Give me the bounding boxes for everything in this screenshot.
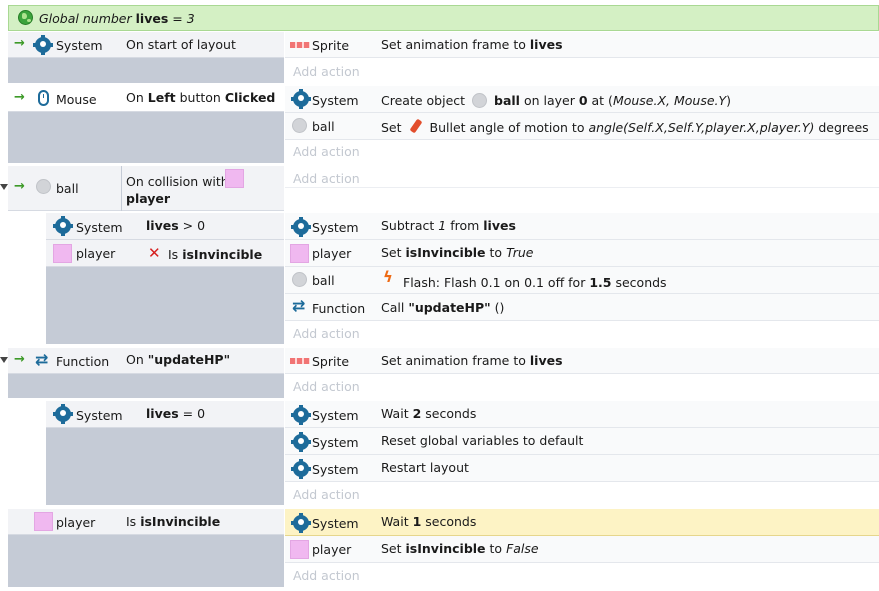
event-4-action-4[interactable]: ⇄ Function Call "updateHP" () xyxy=(285,294,879,321)
condition-text: lives > 0 xyxy=(146,218,206,233)
condition-text: On Left button Clicked xyxy=(126,90,276,105)
event-6-condition[interactable]: System lives = 0 xyxy=(46,401,284,428)
arrow-icon: → xyxy=(14,179,25,194)
gear-icon xyxy=(53,404,73,424)
event-1-action-1[interactable]: Sprite Set animation frame to lives xyxy=(285,32,879,58)
action-text: Reset global variables to default xyxy=(381,433,584,448)
event-6-action-1[interactable]: System Wait 2 seconds xyxy=(285,401,879,428)
bullet-icon xyxy=(409,118,422,134)
condition-text: Is isInvincible xyxy=(168,247,263,262)
action-text: Subtract 1 from lives xyxy=(381,218,516,233)
gear-icon xyxy=(53,216,73,236)
event-2-condition[interactable]: → Mouse On Left button Clicked xyxy=(8,86,284,112)
globe-icon xyxy=(18,10,33,25)
sprite-icon xyxy=(290,42,310,48)
ball-icon xyxy=(292,272,307,287)
player-icon xyxy=(34,512,53,531)
sprite-icon xyxy=(290,358,310,364)
event-2-action-1[interactable]: System Create object ball on layer 0 at … xyxy=(285,86,879,113)
event-4-action-2[interactable]: player Set isInvincible to True xyxy=(285,240,879,267)
function-icon: ⇄ xyxy=(292,296,306,315)
action-text: Flash: Flash 0.1 on 0.1 off for 1.5 seco… xyxy=(403,275,667,290)
action-text: Set isInvincible to True xyxy=(381,245,534,260)
player-icon xyxy=(225,169,244,188)
action-text: Wait 1 seconds xyxy=(381,514,477,529)
gear-icon xyxy=(291,405,311,425)
gear-icon xyxy=(291,432,311,452)
event-1-condition[interactable]: → System On start of layout xyxy=(8,32,284,58)
event-4-action-3[interactable]: ball ϟ Flash: Flash 0.1 on 0.1 off for 1… xyxy=(285,267,879,294)
event-7-condition[interactable]: player Is isInvincible xyxy=(8,509,284,535)
condition-text: On "updateHP" xyxy=(126,352,231,367)
gear-icon xyxy=(291,217,311,237)
arrow-icon: → xyxy=(14,352,25,367)
event-2-action-2[interactable]: ball Set Bullet angle of motion to angle… xyxy=(285,113,879,140)
event-3-condition[interactable]: → ball On collision with player xyxy=(8,166,284,211)
condition-text: On start of layout xyxy=(126,37,236,52)
event-5-condition[interactable]: → ⇄ Function On "updateHP" xyxy=(8,348,284,374)
action-text: Set animation frame to lives xyxy=(381,37,563,52)
invert-x-icon: ✕ xyxy=(148,244,161,262)
event-7-action-1[interactable]: System Wait 1 seconds xyxy=(285,509,879,536)
arrow-icon: → xyxy=(14,36,25,51)
add-action-6[interactable]: Add action xyxy=(293,487,360,502)
action-text: Wait 2 seconds xyxy=(381,406,477,421)
action-text: Restart layout xyxy=(381,460,469,475)
player-icon xyxy=(53,244,72,263)
add-action-7[interactable]: Add action xyxy=(293,568,360,583)
event-6-action-2[interactable]: System Reset global variables to default xyxy=(285,428,879,455)
add-action-1[interactable]: Add action xyxy=(293,64,360,79)
player-icon xyxy=(290,540,309,559)
add-action-4[interactable]: Add action xyxy=(293,326,360,341)
event-4-action-1[interactable]: System Subtract 1 from lives xyxy=(285,213,879,240)
action-text: Call "updateHP" () xyxy=(381,300,505,315)
condition-text: lives = 0 xyxy=(146,406,206,421)
mouse-icon xyxy=(38,90,49,106)
gear-icon xyxy=(291,513,311,533)
ball-icon xyxy=(36,179,51,194)
collapse-toggle[interactable] xyxy=(0,184,8,190)
action-text: Set Bullet angle of motion to angle(Self… xyxy=(381,118,869,135)
add-action-2[interactable]: Add action xyxy=(293,144,360,159)
global-variable-text: Global number lives = 3 xyxy=(39,11,195,26)
action-text: Set isInvincible to False xyxy=(381,541,539,556)
add-action-5[interactable]: Add action xyxy=(293,379,360,394)
event-7-action-2[interactable]: player Set isInvincible to False xyxy=(285,536,879,563)
event-6-action-3[interactable]: System Restart layout xyxy=(285,455,879,482)
action-text: Set animation frame to lives xyxy=(381,353,563,368)
action-text: Create object ball on layer 0 at (Mouse.… xyxy=(381,93,732,108)
gear-icon xyxy=(291,459,311,479)
condition-object: System xyxy=(56,38,103,53)
global-variable-row[interactable]: Global number lives = 3 xyxy=(8,5,879,31)
player-icon xyxy=(290,244,309,263)
event-4-condition-1[interactable]: System lives > 0 xyxy=(46,213,284,240)
add-action-3[interactable]: Add action xyxy=(285,166,879,188)
gear-icon xyxy=(33,35,53,55)
event-5-action-1[interactable]: Sprite Set animation frame to lives xyxy=(285,348,879,374)
collapse-toggle[interactable] xyxy=(0,357,8,363)
ball-icon xyxy=(292,118,307,133)
flash-icon: ϟ xyxy=(383,268,393,286)
event-4-condition-2[interactable]: player ✕ Is isInvincible xyxy=(46,240,284,267)
gear-icon xyxy=(291,89,311,109)
arrow-icon: → xyxy=(14,90,25,105)
condition-text: Is isInvincible xyxy=(126,514,221,529)
function-icon: ⇄ xyxy=(35,350,49,369)
